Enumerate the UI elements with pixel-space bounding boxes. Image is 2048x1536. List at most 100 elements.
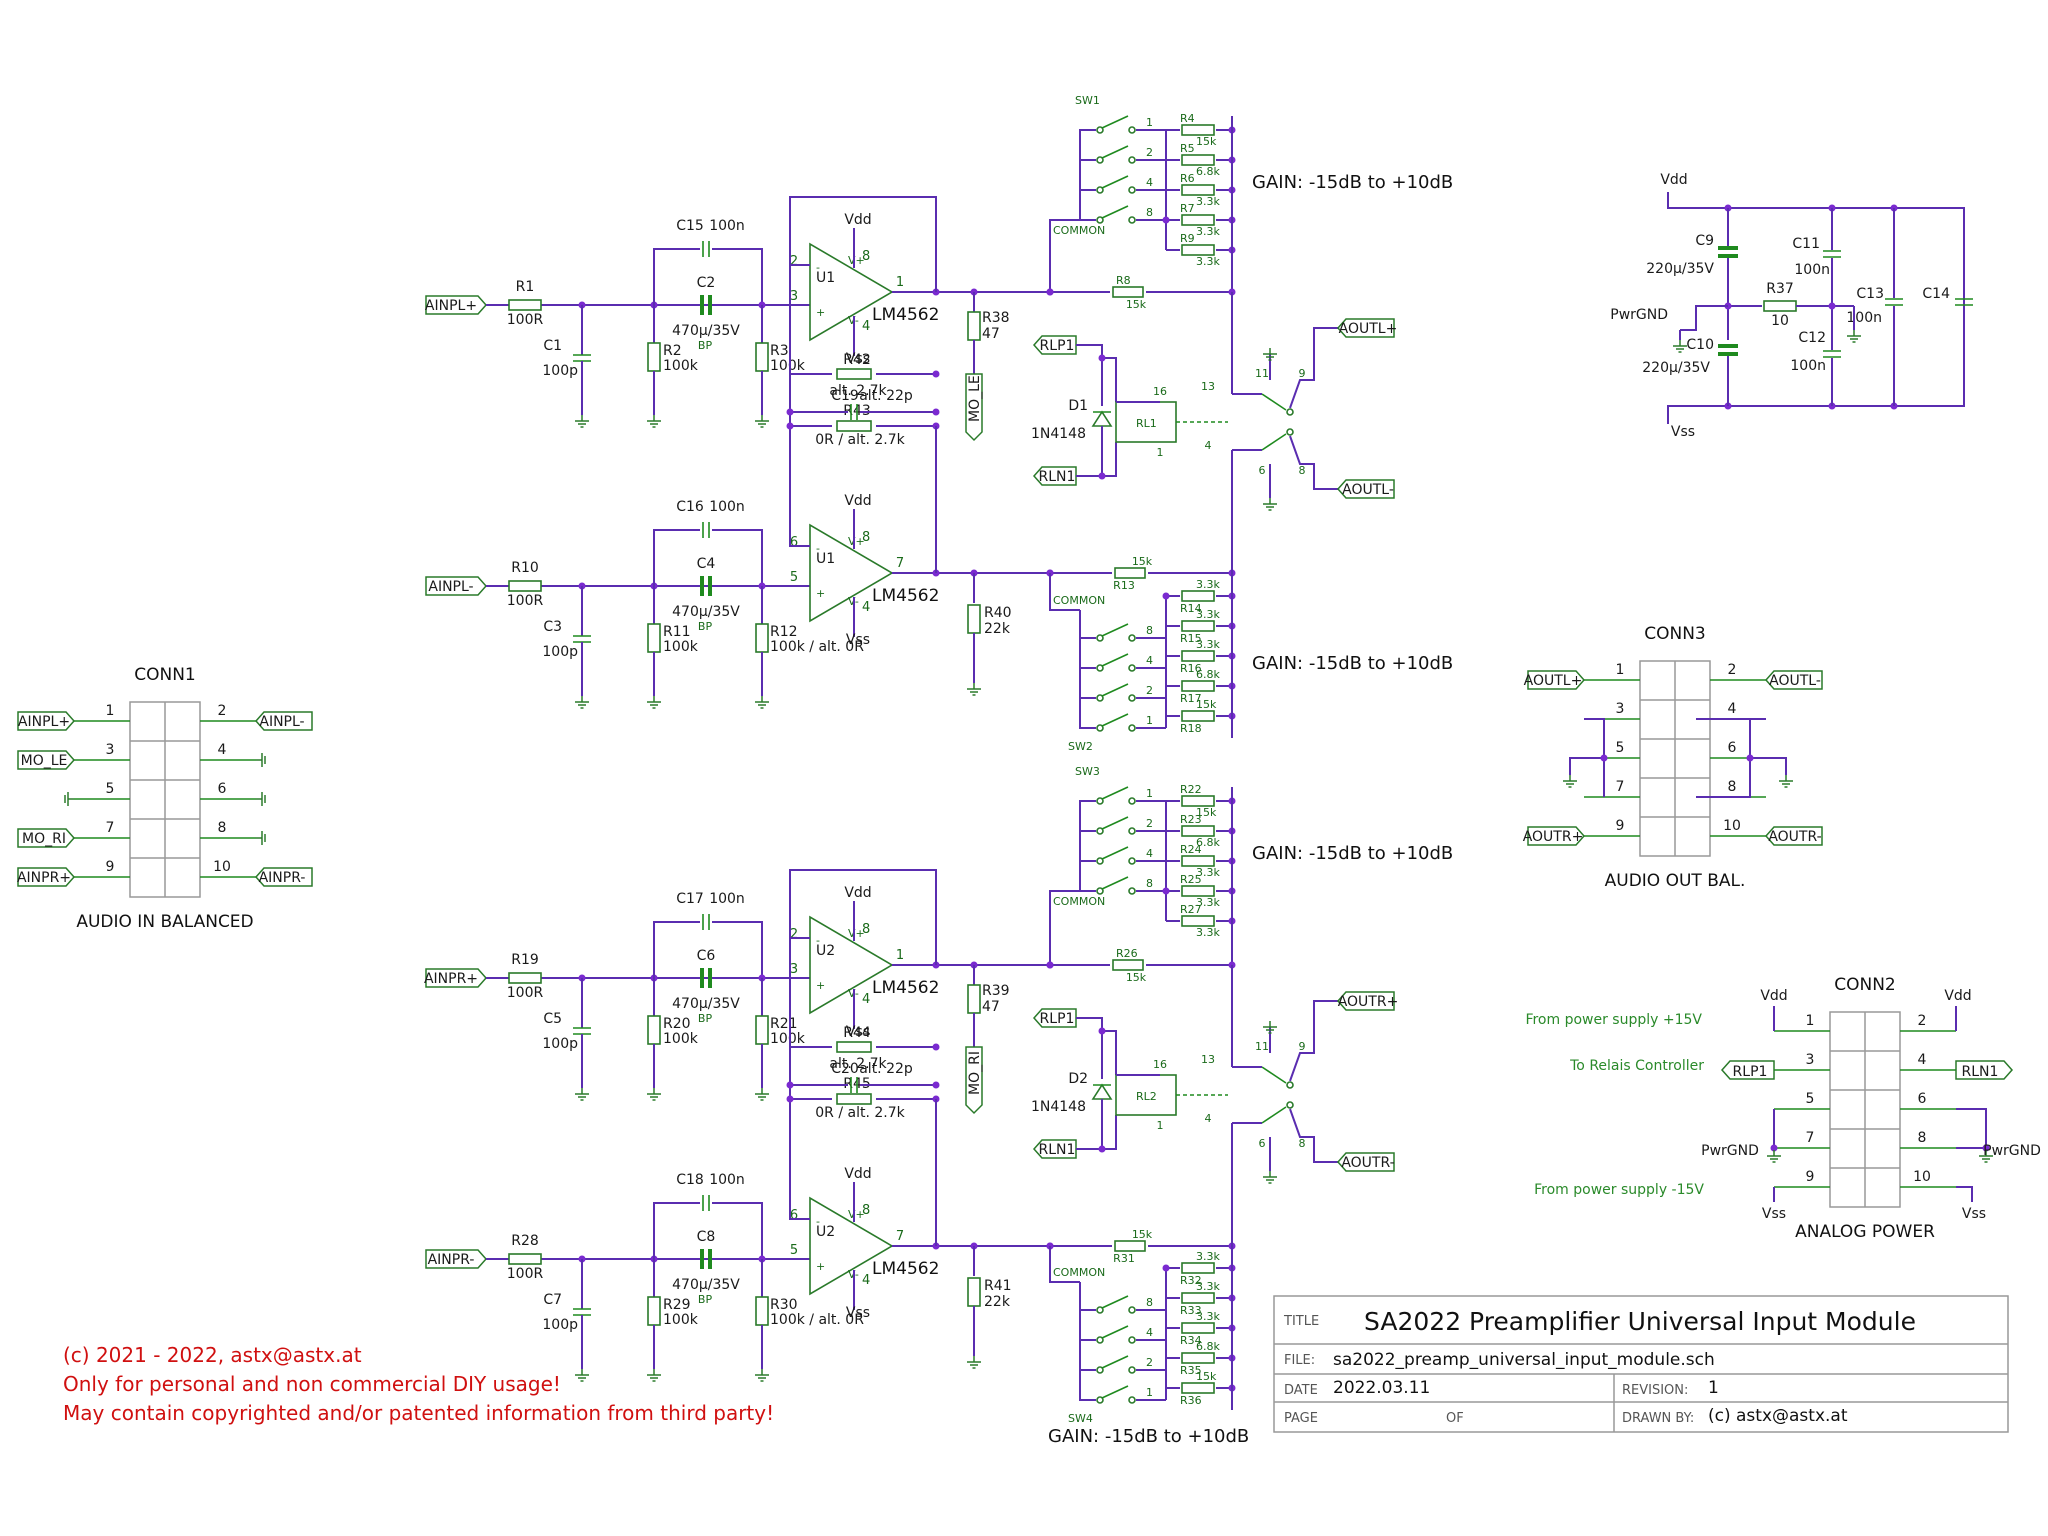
capacitor-value: 470µ/35V: [672, 1277, 740, 1293]
switch-refdes: SW2: [1068, 740, 1093, 753]
wire: [1289, 327, 1338, 409]
wire: [712, 1202, 763, 1259]
relay-contact: [1261, 433, 1287, 451]
switch-lever: [1101, 876, 1129, 890]
connector-pin-number: 2: [1728, 662, 1737, 678]
net-port-label: RLN1: [1039, 469, 1076, 485]
wire: [1079, 189, 1096, 220]
relay-pin-number: 4: [1205, 439, 1212, 452]
capacitor-refdes: C9: [1695, 233, 1714, 249]
switch-contact: [1128, 724, 1136, 732]
net-port: [965, 373, 983, 442]
resistor-symbol: [1181, 1292, 1215, 1304]
switch-lever: [1101, 623, 1129, 637]
wire: [1079, 610, 1096, 729]
switch-contact: [1128, 156, 1136, 164]
switch-contact: [1096, 724, 1104, 732]
resistor-symbol: [1181, 1262, 1215, 1274]
resistor-symbol: [836, 1041, 872, 1053]
resistor-refdes: R34: [1180, 1334, 1202, 1347]
resistor-value: 15k: [1132, 555, 1153, 568]
opamp-pin-number: 1: [896, 275, 904, 290]
switch-contact: [1096, 126, 1104, 134]
gain-range-label: GAIN: -15dB to +10dB: [1252, 653, 1453, 674]
supply-label: Vdd: [844, 885, 871, 901]
opamp-pin-number: 4: [862, 319, 870, 334]
connector-signal-label: AINPL+: [18, 714, 70, 730]
resistor-refdes: R35: [1180, 1364, 1202, 1377]
net-port: [1527, 670, 1586, 690]
switch-lever: [1101, 145, 1129, 159]
resistor-value: 3.3k: [1196, 1280, 1220, 1293]
wire: [1680, 305, 1728, 331]
switch-contact: [1096, 694, 1104, 702]
relay-pin-number: 13: [1201, 380, 1215, 393]
switch-position-number: 8: [1146, 206, 1153, 219]
connector-pin-number: 5: [1616, 740, 1625, 756]
resistor-refdes: R21: [770, 1016, 798, 1032]
resistor-symbol: [967, 604, 981, 634]
resistor-symbol: [508, 1253, 542, 1265]
junction-dot: [786, 408, 794, 416]
title-block-caption: REVISION:: [1622, 1383, 1688, 1398]
connector-refdes: CONN1: [134, 665, 196, 685]
switch-contact: [1128, 1336, 1136, 1344]
net-port: [1527, 826, 1586, 846]
net-port: [1336, 479, 1395, 499]
capacitor-refdes: C15: [676, 218, 704, 234]
switch-contact: [1096, 857, 1104, 865]
capacitor-refdes: C7: [543, 1292, 562, 1308]
capacitor-value: alt. 22p: [859, 1061, 913, 1077]
resistor-value: 100k / alt. 0R: [770, 639, 864, 655]
resistor-symbol: [755, 623, 769, 653]
switch-position-number: 4: [1146, 654, 1153, 667]
resistor-value: 3.3k: [1196, 896, 1220, 909]
wire: [1289, 1000, 1338, 1082]
resistor-value: 47: [982, 326, 1000, 342]
resistor-value: 100k: [770, 358, 806, 374]
diode-refdes: D1: [1068, 398, 1088, 414]
connector-pin-number: 3: [1806, 1052, 1815, 1068]
opamp-pin-number: 2: [790, 927, 798, 942]
switch-position-number: 1: [1146, 714, 1153, 727]
switch-contact: [1096, 1396, 1104, 1404]
wire: [1079, 610, 1096, 639]
supply-label: Vdd: [844, 212, 871, 228]
relay-contact-point: [1286, 408, 1294, 416]
relay-pin-number: 1: [1157, 1119, 1164, 1132]
opamp-symbol: [809, 242, 894, 342]
capacitor-value: alt. 22p: [859, 388, 913, 404]
monitor-port-label: MO_RI: [967, 1051, 983, 1095]
capacitor-refdes: C14: [1922, 286, 1950, 302]
switch-refdes: SW1: [1075, 94, 1100, 107]
connector-signal-label: AINPL-: [259, 714, 304, 730]
connector-signal-label: AOUTR-: [1768, 829, 1821, 845]
relay-contact: [1261, 1066, 1287, 1084]
net-port: [1955, 1060, 2014, 1080]
gain-range-label: GAIN: -15dB to +10dB: [1252, 172, 1453, 193]
wire: [653, 921, 700, 978]
resistor-refdes: R40: [984, 605, 1012, 621]
junction-dot: [1046, 288, 1054, 296]
switch-contact: [1128, 887, 1136, 895]
connector-pin-number: 10: [1723, 818, 1741, 834]
resistor-symbol: [836, 420, 872, 432]
net-port: [425, 576, 488, 596]
switch-common-label: COMMON: [1053, 594, 1105, 607]
switch-contact: [1128, 694, 1136, 702]
relay-pin-number: 6: [1259, 1137, 1266, 1150]
net-port: [17, 828, 76, 848]
resistor-refdes: R1: [516, 279, 535, 295]
resistor-symbol: [967, 1277, 981, 1307]
switch-position-number: 4: [1146, 1326, 1153, 1339]
wire: [1956, 1186, 1973, 1202]
resistor-refdes: R41: [984, 1278, 1012, 1294]
opamp-part-label: LM4562: [872, 978, 939, 998]
switch-lever: [1101, 713, 1129, 727]
connector-pin-number: 3: [106, 742, 115, 758]
capacitor-refdes: C5: [543, 1011, 562, 1027]
supply-label: Vss: [846, 1024, 870, 1040]
switch-contact: [1096, 664, 1104, 672]
opamp-part-label: LM4562: [872, 586, 939, 606]
capacitor-value: 470µ/35V: [672, 323, 740, 339]
